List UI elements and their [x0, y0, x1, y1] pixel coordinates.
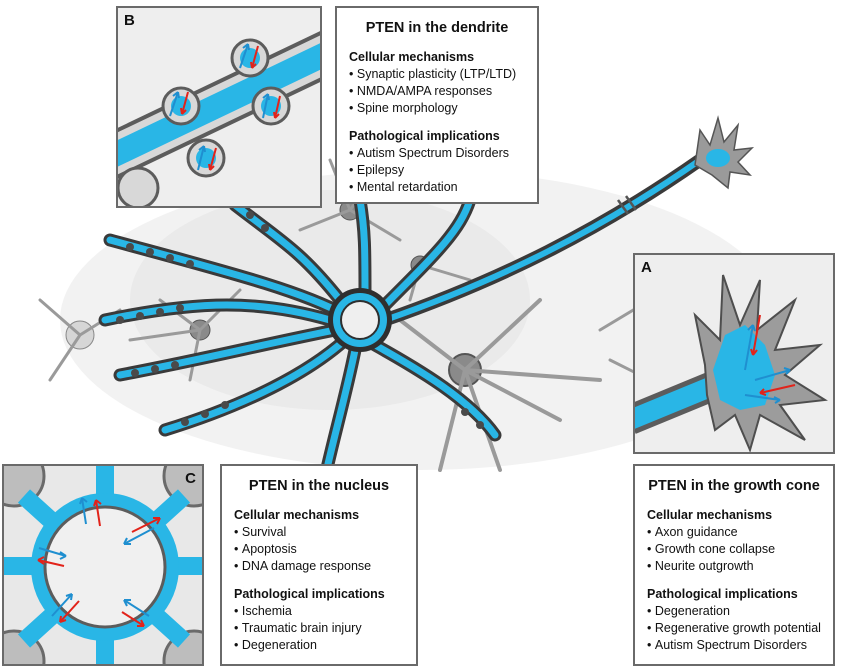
axon	[382, 157, 703, 323]
growth-cone-path-heading: Pathological implications	[647, 587, 798, 601]
nucleus-mechanisms: Survival Apoptosis DNA damage response	[234, 524, 404, 575]
dendrite-title: PTEN in the dendrite	[365, 20, 509, 36]
list-item: Synaptic plasticity (LTP/LTD)	[349, 66, 525, 83]
nucleus-title: PTEN in the nucleus	[248, 478, 390, 494]
growth-cone-mech-heading: Cellular mechanisms	[647, 508, 773, 522]
list-item: Mental retardation	[349, 179, 525, 196]
panel-b-dendrite: B	[116, 6, 322, 208]
growth-cone	[694, 115, 755, 190]
list-item: Apoptosis	[234, 541, 404, 558]
dendrite-info-box: PTEN in the dendrite Cellular mechanisms…	[335, 6, 539, 204]
dendrite-mech-heading: Cellular mechanisms	[349, 50, 475, 64]
list-item: Ischemia	[234, 603, 404, 620]
growth-cone-mechanisms: Axon guidance Growth cone collapse Neuri…	[647, 524, 821, 575]
dendrite-mechanisms: Synaptic plasticity (LTP/LTD) NMDA/AMPA …	[349, 66, 525, 117]
list-item: Degeneration	[234, 637, 404, 654]
panel-a-label: A	[641, 259, 652, 276]
list-item: Autism Spectrum Disorders	[647, 637, 821, 654]
nucleus-pathologies: Ischemia Traumatic brain injury Degenera…	[234, 603, 404, 654]
growth-cone-pathologies: Degeneration Regenerative growth potenti…	[647, 603, 821, 654]
dendrite-pathologies: Autism Spectrum Disorders Epilepsy Menta…	[349, 145, 525, 196]
list-item: Spine morphology	[349, 100, 525, 117]
axon-break-marks	[616, 195, 638, 215]
list-item: Autism Spectrum Disorders	[349, 145, 525, 162]
list-item: Neurite outgrowth	[647, 558, 821, 575]
nucleus-path-heading: Pathological implications	[234, 587, 385, 601]
panel-c-nucleus: C	[2, 464, 204, 666]
panel-a-growth-cone: A	[633, 253, 835, 454]
panel-c-label: C	[185, 470, 196, 487]
nucleus-info-box: PTEN in the nucleus Cellular mechanisms …	[220, 464, 418, 666]
list-item: Regenerative growth potential	[647, 620, 821, 637]
dendrite-path-heading: Pathological implications	[349, 129, 500, 143]
list-item: Traumatic brain injury	[234, 620, 404, 637]
growth-cone-title: PTEN in the growth cone	[648, 478, 820, 494]
list-item: DNA damage response	[234, 558, 404, 575]
nucleus-mech-heading: Cellular mechanisms	[234, 508, 360, 522]
growth-cone-info-box: PTEN in the growth cone Cellular mechani…	[633, 464, 835, 666]
list-item: NMDA/AMPA responses	[349, 83, 525, 100]
list-item: Axon guidance	[647, 524, 821, 541]
list-item: Growth cone collapse	[647, 541, 821, 558]
nucleus	[340, 300, 380, 340]
list-item: Degeneration	[647, 603, 821, 620]
list-item: Epilepsy	[349, 162, 525, 179]
dendritic-spines	[116, 211, 484, 429]
list-item: Survival	[234, 524, 404, 541]
panel-b-label: B	[124, 12, 135, 29]
